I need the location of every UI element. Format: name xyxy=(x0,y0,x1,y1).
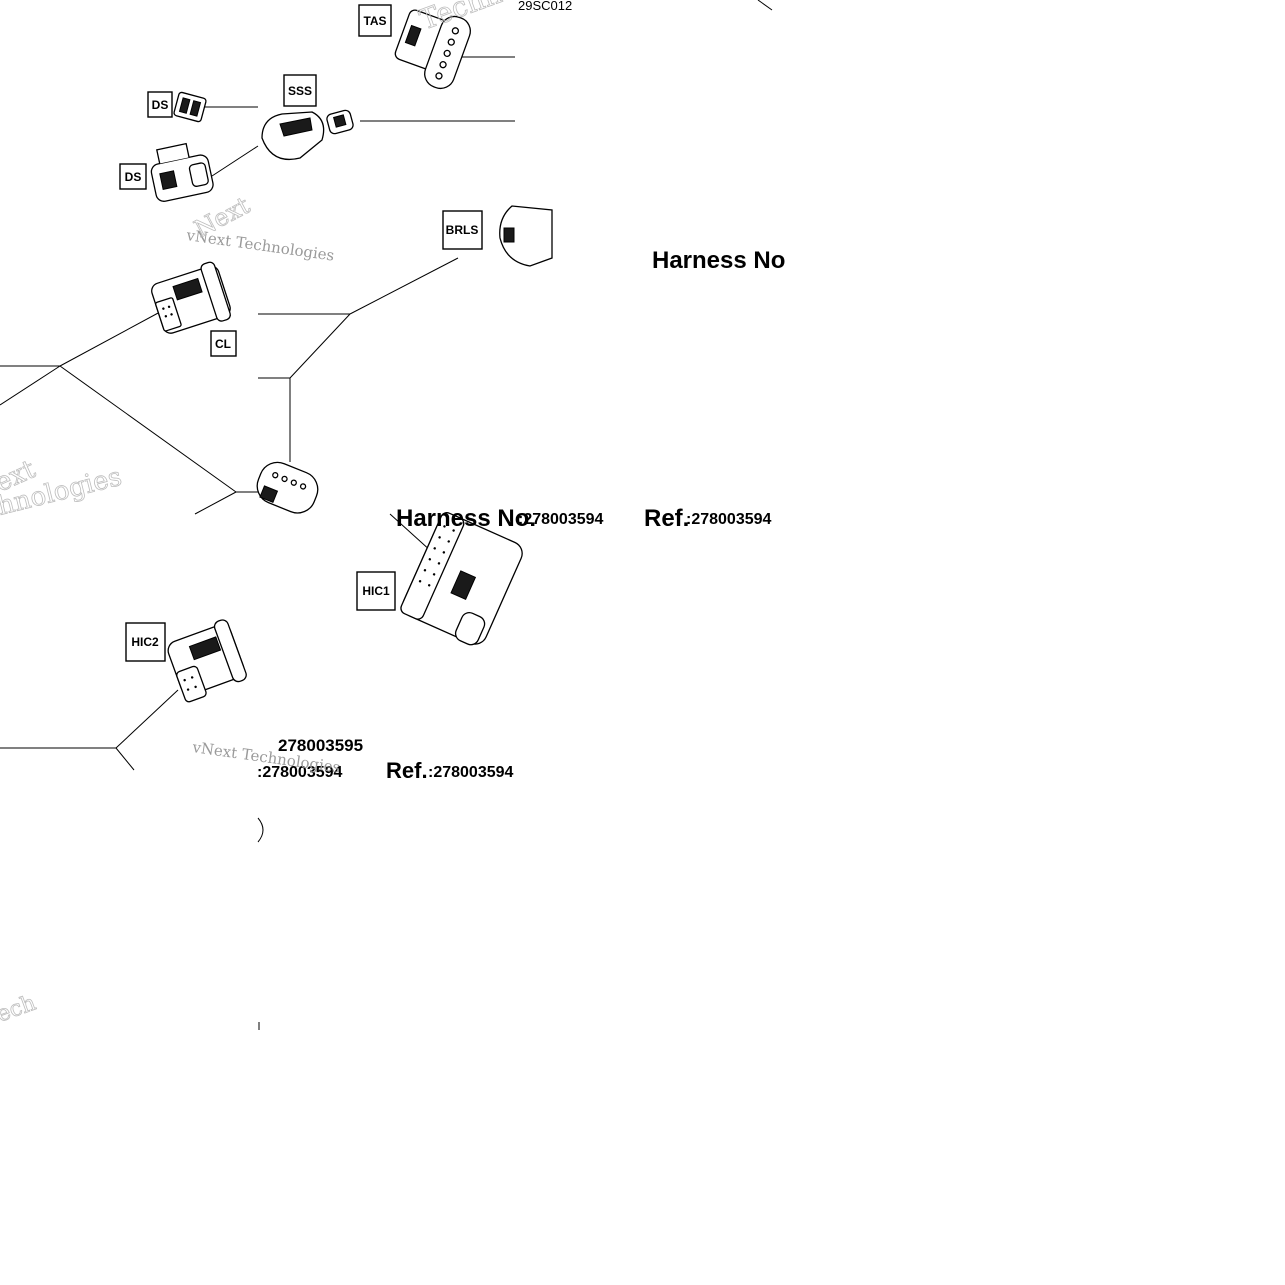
wire-trunk-diag xyxy=(289,313,351,379)
label-ds-bottom: DS xyxy=(119,163,147,190)
svg-text:HIC2: HIC2 xyxy=(131,635,159,649)
svg-text:CL: CL xyxy=(215,337,231,351)
tas-connector xyxy=(394,9,471,90)
stray-arc xyxy=(257,817,264,843)
svg-text:DS: DS xyxy=(125,170,142,184)
harness-value-mid: :278003594 xyxy=(518,511,604,528)
label-hic2: HIC2 xyxy=(125,622,166,662)
svg-text:SSS: SSS xyxy=(288,84,312,98)
svg-text:BRLS: BRLS xyxy=(446,223,479,237)
label-tas: TAS xyxy=(358,4,392,37)
ref-mid: Ref. xyxy=(644,505,689,532)
tile-middle xyxy=(0,512,523,771)
hic1-connector xyxy=(400,512,523,646)
wire-ds-bottom xyxy=(211,145,259,177)
ds-bottom-connector xyxy=(150,142,214,202)
brls-connector xyxy=(499,205,553,267)
tile-top-left xyxy=(0,9,553,515)
wire-hic2 xyxy=(115,689,179,749)
label-hic1: HIC1 xyxy=(356,571,396,611)
wire-hic2-low xyxy=(115,747,135,771)
wire-hic1 xyxy=(389,513,433,553)
seam-mask-right xyxy=(515,0,555,200)
wire-mid-low xyxy=(194,491,237,515)
label-sss: SSS xyxy=(283,74,317,107)
ds-top-connector xyxy=(173,91,207,123)
wire-mid-diag xyxy=(59,365,237,493)
figure-code: 29SC012 xyxy=(518,0,572,13)
ref-value-mid: :278003594 xyxy=(686,511,772,528)
label-cl: CL xyxy=(210,330,237,357)
label-ds-top: DS xyxy=(147,91,173,118)
harness-number-low: 278003595 xyxy=(278,736,363,755)
hic2-connector xyxy=(167,619,247,703)
harness-no-mid: Harness No. xyxy=(396,505,536,532)
ref-value-low: :278003594 xyxy=(428,764,514,781)
stray-corner xyxy=(757,0,773,11)
cl-connector xyxy=(151,261,231,334)
label-brls: BRLS xyxy=(442,210,483,250)
harness-value-low: :278003594 xyxy=(257,764,343,781)
wire-brls xyxy=(349,257,459,315)
wire-cl-branch-2 xyxy=(0,365,61,406)
harness-no-top: Harness No xyxy=(652,247,785,274)
watermark-fragment-ech: ech xyxy=(0,991,39,1028)
svg-text:HIC1: HIC1 xyxy=(362,584,390,598)
ref-low: Ref. xyxy=(386,758,428,783)
wire-cl xyxy=(59,311,161,367)
svg-text:TAS: TAS xyxy=(363,14,386,28)
svg-text:DS: DS xyxy=(152,98,169,112)
trunk-connector xyxy=(256,461,319,514)
sss-connector xyxy=(261,109,354,161)
